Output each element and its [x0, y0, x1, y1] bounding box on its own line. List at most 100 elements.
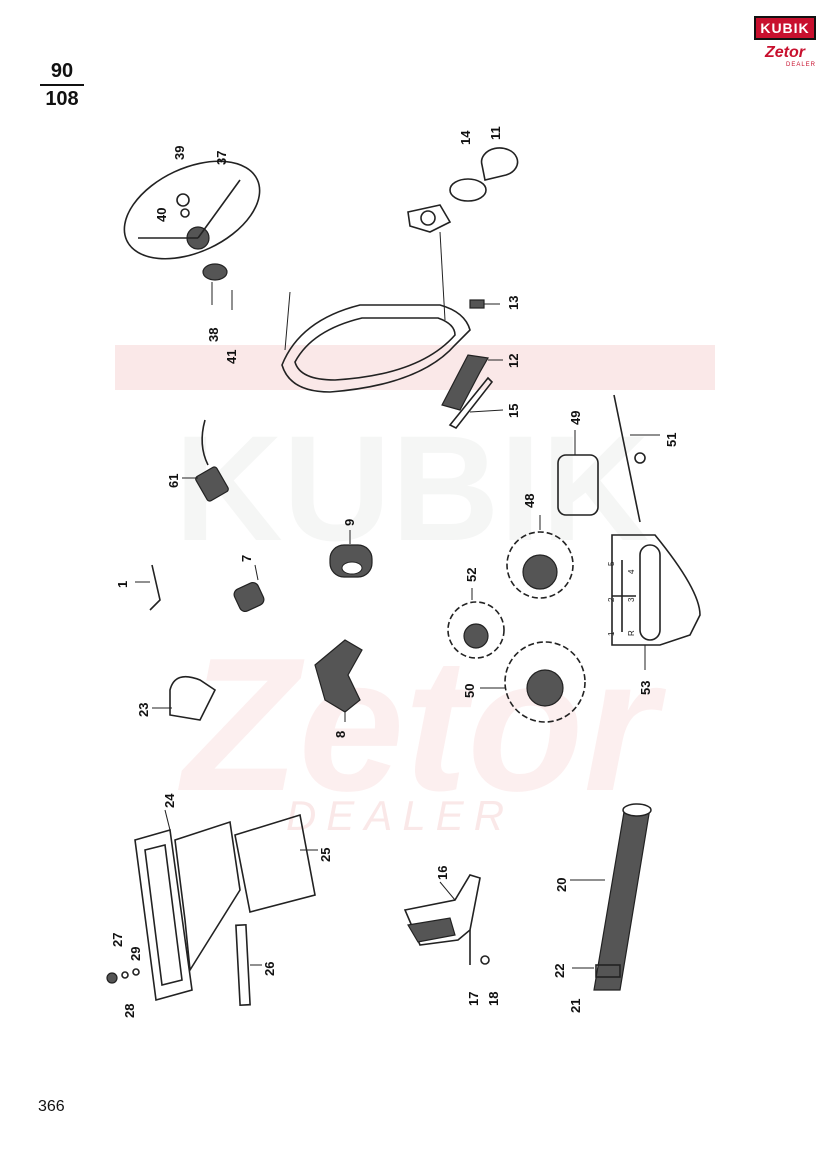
bushing-body — [233, 582, 265, 612]
plate-mark: 2 — [607, 597, 616, 602]
leader-line — [164, 809, 171, 831]
callout-9: 9 — [342, 519, 357, 526]
watermark-sub: Zetor — [178, 619, 667, 831]
callout-29: 29 — [128, 947, 143, 961]
callout-49: 49 — [568, 411, 583, 425]
strip-26 — [235, 923, 251, 1007]
watermark: KUBIK Zetor DEALER — [115, 345, 715, 839]
housing-gasket — [281, 291, 471, 393]
plate-slot — [639, 544, 661, 641]
tube-flange — [595, 964, 621, 978]
gear-50-hub — [526, 669, 564, 707]
callout-14: 14 — [458, 130, 473, 145]
leader-line — [469, 409, 504, 413]
bolt-head — [469, 299, 485, 309]
clip-shape — [169, 675, 217, 721]
bearing-bore — [341, 561, 363, 575]
callout-21: 21 — [568, 999, 583, 1013]
bolt-27 — [106, 972, 118, 984]
callout-41: 41 — [224, 350, 239, 364]
leader-line — [439, 881, 456, 901]
cover-11 — [480, 147, 519, 181]
gear-48 — [506, 531, 574, 599]
gasket-inner — [294, 317, 456, 381]
callout-22: 22 — [552, 964, 567, 978]
wheel-cap — [176, 193, 190, 207]
shaft-rod — [613, 394, 641, 523]
logo-sub: Zetor — [765, 44, 805, 61]
bearing-9 — [329, 530, 373, 578]
wheel-rim — [123, 160, 261, 260]
leader-line — [439, 231, 446, 321]
callout-16: 16 — [435, 866, 450, 880]
gear-plate-53 — [611, 534, 701, 670]
gasket-hole — [420, 210, 436, 226]
cover-plates — [407, 147, 519, 321]
gasket-outline — [281, 304, 471, 393]
plate-mark: 4 — [627, 569, 636, 574]
callout-37: 37 — [214, 151, 229, 165]
lever-assembly — [441, 354, 504, 430]
page-number: 366 — [38, 1098, 65, 1115]
callout-17: 17 — [466, 992, 481, 1006]
hub-sleeve — [202, 263, 228, 281]
callout-50: 50 — [462, 684, 477, 698]
callout-51: 51 — [664, 433, 679, 447]
model-range-top: 90 — [50, 60, 74, 82]
fasteners-27-29 — [106, 968, 140, 984]
callout-40: 40 — [154, 208, 169, 222]
gear-52-hub — [463, 623, 489, 649]
plate-mark: 5 — [607, 561, 616, 566]
callout-25: 25 — [318, 848, 333, 862]
gear-48-hub — [522, 554, 558, 590]
shaft-51 — [613, 394, 660, 523]
callout-20: 20 — [554, 878, 569, 892]
logo-brand: KUBIK — [754, 16, 816, 40]
callout-52: 52 — [464, 568, 479, 582]
wheel-spoke — [197, 179, 241, 239]
watermark-brand: KUBIK — [175, 404, 650, 572]
callout-27: 27 — [110, 933, 125, 947]
tube-20 — [570, 803, 652, 991]
shaft-clip — [634, 452, 646, 464]
model-range-bottom: 108 — [45, 88, 79, 110]
logo-tag: DEALER — [785, 62, 816, 68]
fraction-bar — [40, 84, 84, 86]
callout-24: 24 — [162, 793, 177, 808]
callout-53: 53 — [638, 681, 653, 695]
leader-line — [254, 564, 259, 581]
callout-23: 23 — [136, 703, 151, 717]
pin-shape — [149, 564, 161, 611]
washer-29 — [121, 971, 129, 979]
callout-7: 7 — [239, 555, 254, 562]
watermark-dealer: DEALER — [286, 792, 514, 839]
lever-12 — [441, 354, 489, 411]
pedal-pad — [407, 917, 456, 943]
callout-8: 8 — [333, 731, 348, 738]
frame-24-inner — [144, 844, 183, 986]
plate-outline — [611, 534, 701, 646]
callout-15: 15 — [506, 404, 521, 418]
gear-cluster — [447, 430, 599, 723]
callout-39: 39 — [172, 146, 187, 160]
plate-15 — [448, 376, 494, 430]
sensor-wire — [201, 419, 209, 466]
pin-1 — [135, 564, 161, 611]
fork-shape — [314, 639, 363, 713]
callout-1: 1 — [115, 581, 130, 588]
fork-8 — [314, 639, 363, 722]
tube-end — [622, 803, 652, 817]
callout-18: 18 — [486, 992, 501, 1006]
gear-52 — [447, 601, 505, 659]
callout-26: 26 — [262, 962, 277, 976]
plate-25 — [234, 813, 316, 913]
nut-28 — [132, 968, 140, 976]
callout-13: 13 — [506, 296, 521, 310]
pedal-frame — [403, 874, 481, 946]
callout-labels: 1 7 8 9 11 12 13 14 15 16 17 18 20 21 22… — [110, 126, 679, 1018]
pedal-16 — [403, 874, 490, 965]
bushing-7 — [233, 564, 265, 612]
tube-body — [593, 807, 651, 991]
callout-48: 48 — [522, 494, 537, 508]
